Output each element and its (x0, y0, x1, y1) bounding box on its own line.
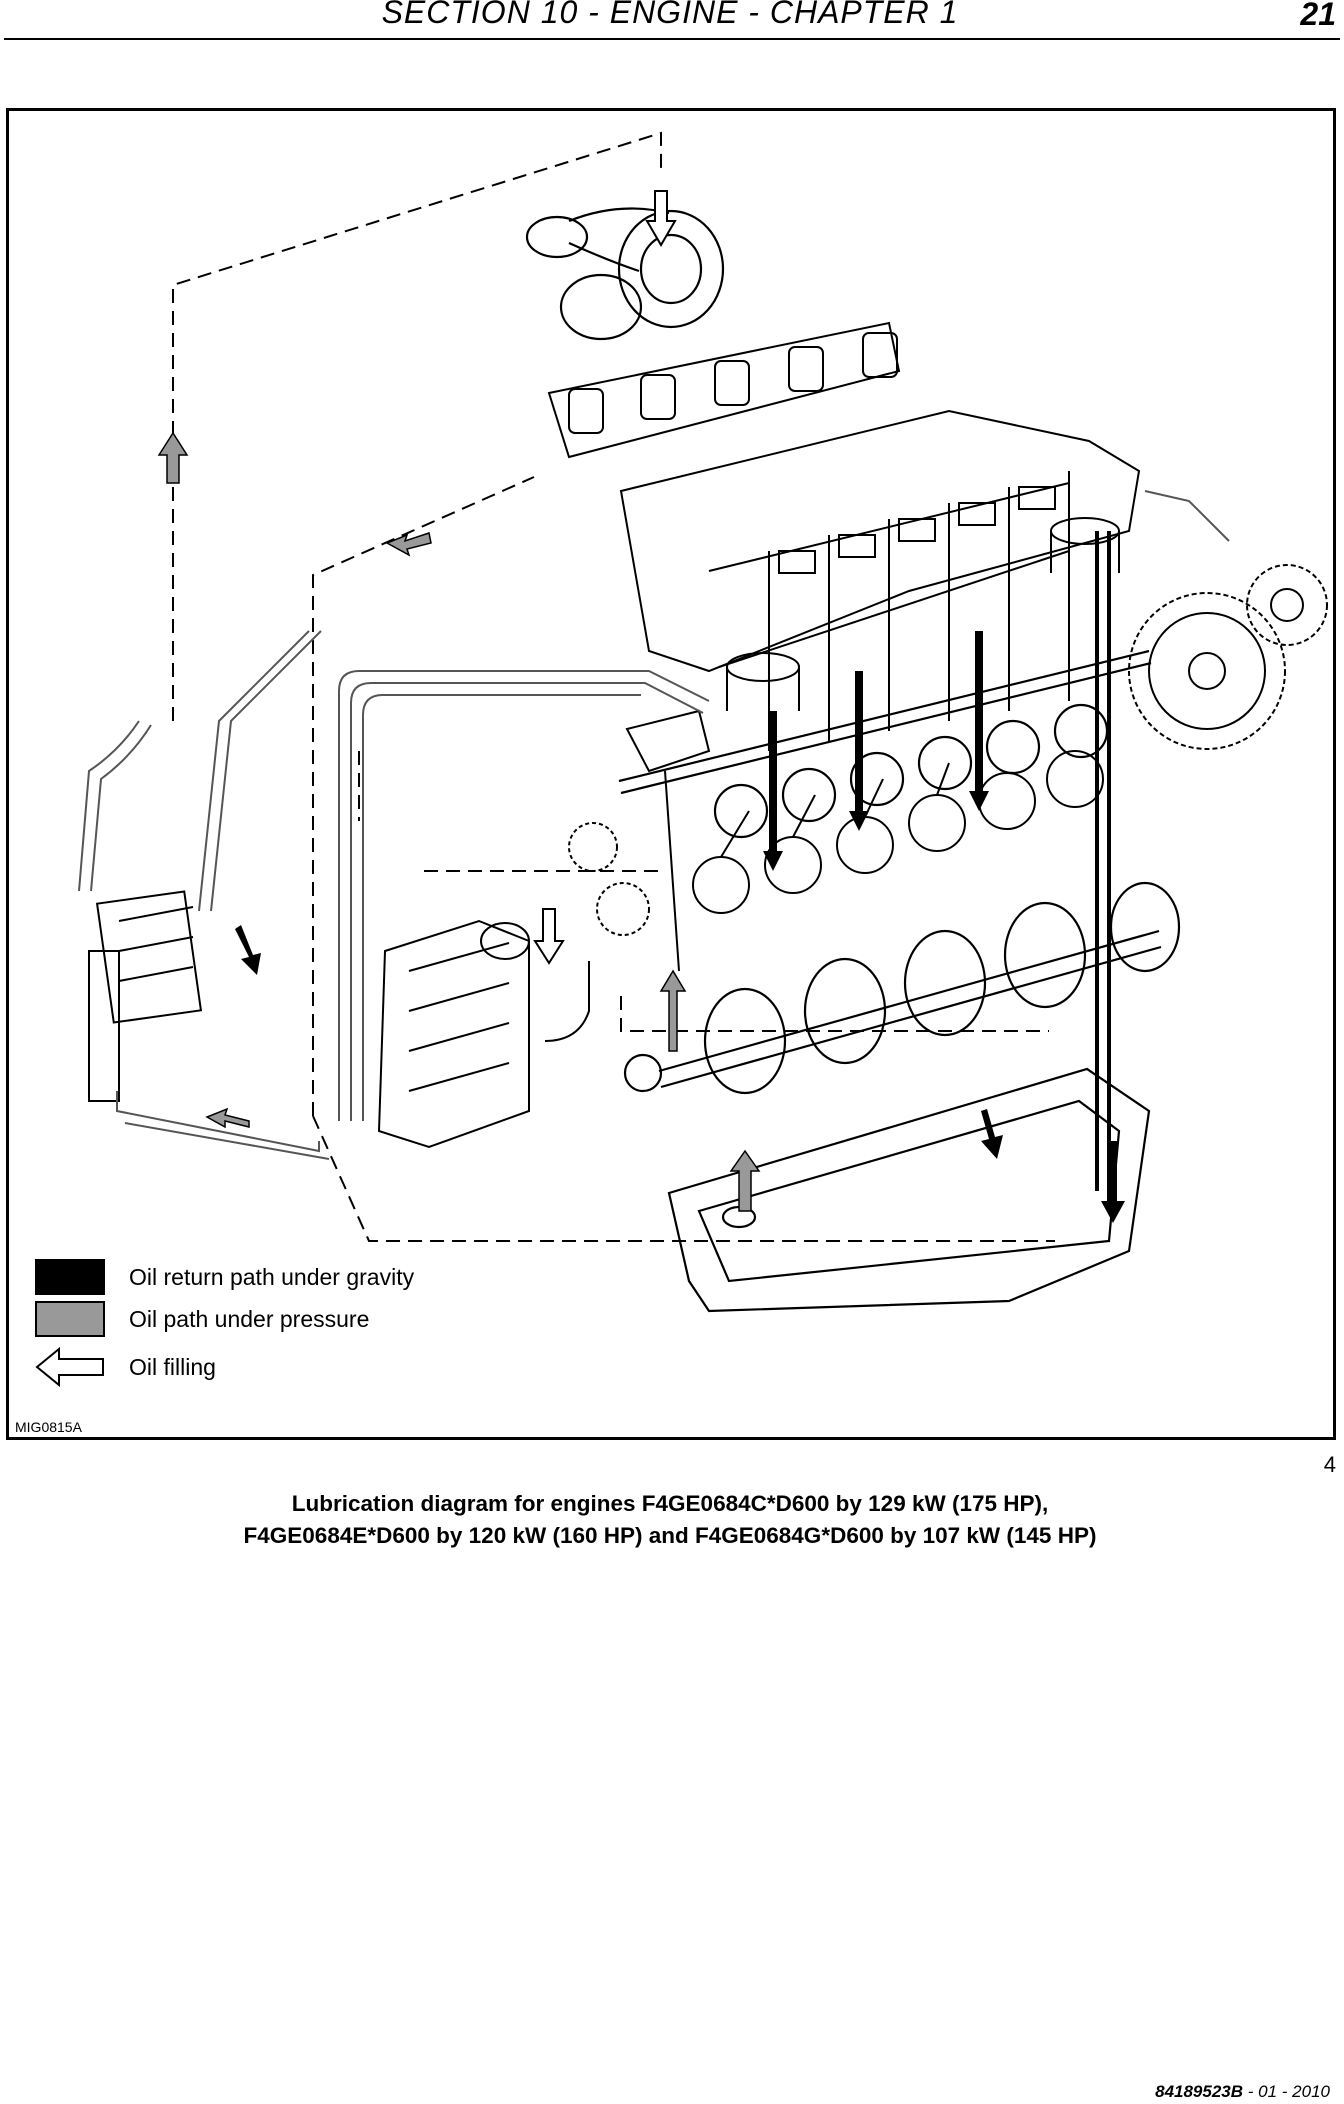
caption-line-1: Lubrication diagram for engines F4GE0684… (291, 1491, 1049, 1516)
engine-lubrication-drawing (78, 131, 1328, 1313)
legend-item-gravity-return: Oil return path under gravity (35, 1259, 414, 1295)
document-code: 84189523B (1155, 2082, 1244, 2101)
lubrication-diagram-figure: Oil return path under gravity Oil path u… (6, 108, 1336, 1440)
flow-arrows (157, 190, 1125, 1223)
pressure-oil-pipes (78, 490, 1230, 1160)
exhaust-manifold (547, 321, 901, 459)
oil-filling-down-arrow-icon (533, 908, 565, 965)
black-down-arrow-icon (981, 1109, 1003, 1159)
injection-pump (377, 919, 590, 1149)
page-number: 21 (1300, 0, 1336, 32)
legend-label: Oil filling (129, 1353, 216, 1380)
connecting-rods (692, 750, 1104, 914)
document-date: - 01 - 2010 (1247, 2082, 1330, 2101)
section-title: SECTION 10 - ENGINE - CHAPTER 1 (381, 0, 959, 30)
black-down-arrow-icon (763, 711, 783, 871)
header-rule (4, 38, 1340, 40)
figure-caption: Lubrication diagram for engines F4GE0684… (60, 1488, 1280, 1552)
caption-line-2: F4GE0684E*D600 by 120 kW (160 HP) and F4… (243, 1523, 1097, 1548)
figure-code: MIG0815A (15, 1419, 82, 1435)
oil-pump (625, 709, 711, 972)
black-down-arrow-icon (1101, 1141, 1125, 1223)
pistons (726, 517, 1120, 711)
gray-up-arrow-icon (729, 1149, 761, 1212)
black-down-arrow-icon (235, 925, 261, 975)
return-oil-line (1095, 531, 1111, 1211)
legend-label: Oil return path under gravity (129, 1263, 415, 1290)
gray-up-arrow-icon (659, 969, 687, 1052)
gray-up-arrow-icon (157, 431, 189, 484)
turbocharger (525, 207, 725, 341)
figure-number: 4 (1323, 1452, 1336, 1477)
black-down-arrow-icon (969, 631, 989, 811)
black-swatch (35, 1259, 105, 1295)
oil-cooler (88, 890, 203, 1102)
gray-swatch (35, 1301, 105, 1337)
rocker-arms-valves (768, 471, 1070, 751)
outline-arrow-left-icon (35, 1347, 104, 1387)
black-down-arrow-icon (849, 671, 869, 831)
legend-label: Oil path under pressure (129, 1305, 370, 1332)
oil-filling-arrow-icon (645, 190, 677, 247)
gray-left-arrow-icon (205, 1107, 250, 1129)
timing-gears (568, 564, 1328, 936)
gray-left-arrow-icon (385, 532, 432, 557)
crankshaft (623, 881, 1181, 1095)
dashed-routing-lines (172, 131, 1055, 1242)
legend-item-oil-filling: Oil filling (35, 1347, 216, 1387)
legend-item-pressure: Oil path under pressure (35, 1301, 369, 1337)
page-footer: 84189523B - 01 - 2010 (1155, 2082, 1330, 2102)
camshaft (618, 649, 1152, 839)
